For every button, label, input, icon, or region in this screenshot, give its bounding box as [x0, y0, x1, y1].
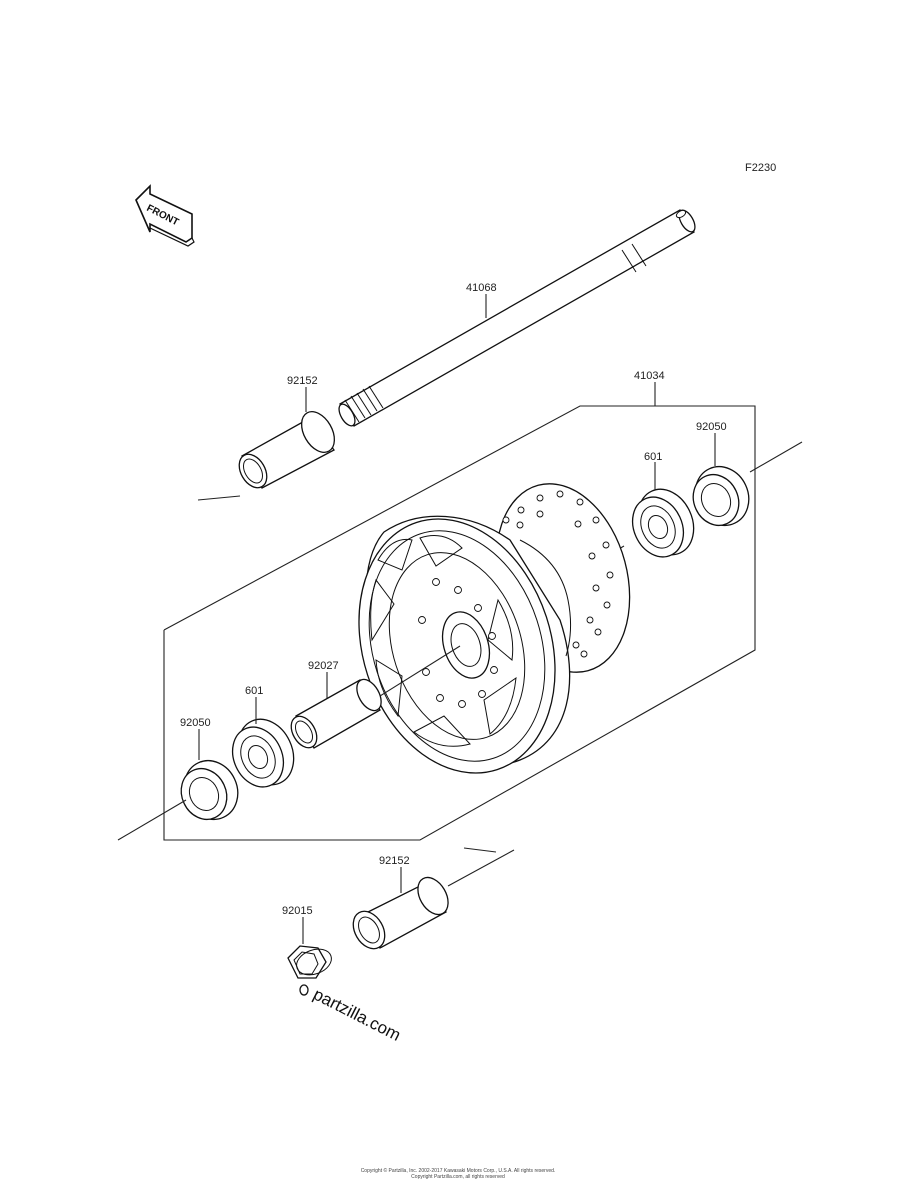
axis-hub-left: [379, 645, 461, 697]
copyright-line-1: Copyright © Partzilla, Inc. 2002-2017 Ka…: [361, 1167, 556, 1174]
front-arrow-icon: FRONT: [135, 184, 195, 247]
bearing-right[interactable]: [623, 480, 704, 565]
label-collar-left[interactable]: 92152: [287, 375, 318, 387]
watermark: partzilla.com: [310, 985, 404, 1045]
diagram-code: F2230: [745, 162, 776, 174]
axis-right-bottom: [447, 849, 515, 887]
label-hub[interactable]: 41034: [634, 370, 665, 382]
label-collar-right[interactable]: 92152: [379, 855, 410, 867]
hub-assembly-outline: [163, 405, 756, 841]
axis-left-top: [197, 495, 241, 501]
axis-right-top: [749, 441, 803, 473]
axle[interactable]: [336, 208, 698, 429]
bearing-left[interactable]: [223, 710, 304, 795]
label-seal-left[interactable]: 92050: [180, 717, 211, 729]
axis-left-bottom: [117, 799, 187, 841]
label-spacer[interactable]: 92027: [308, 660, 339, 672]
label-bearing-left[interactable]: 601: [245, 685, 263, 697]
collar-left[interactable]: [234, 406, 342, 493]
label-seal-right[interactable]: 92050: [696, 421, 727, 433]
label-bearing-right[interactable]: 601: [644, 451, 662, 463]
nut[interactable]: [287, 945, 335, 996]
label-axle[interactable]: 41068: [466, 282, 497, 294]
seal-right[interactable]: [685, 458, 758, 534]
spacer[interactable]: [286, 675, 386, 752]
axis-right-bottom-tick: [463, 847, 497, 853]
label-nut[interactable]: 92015: [282, 905, 313, 917]
copyright-line-2: Copyright Partzilla.com, all rights rese…: [411, 1174, 505, 1180]
seal-left[interactable]: [173, 752, 247, 828]
wheel-hub[interactable]: [327, 493, 586, 798]
collar-right[interactable]: [347, 872, 454, 954]
